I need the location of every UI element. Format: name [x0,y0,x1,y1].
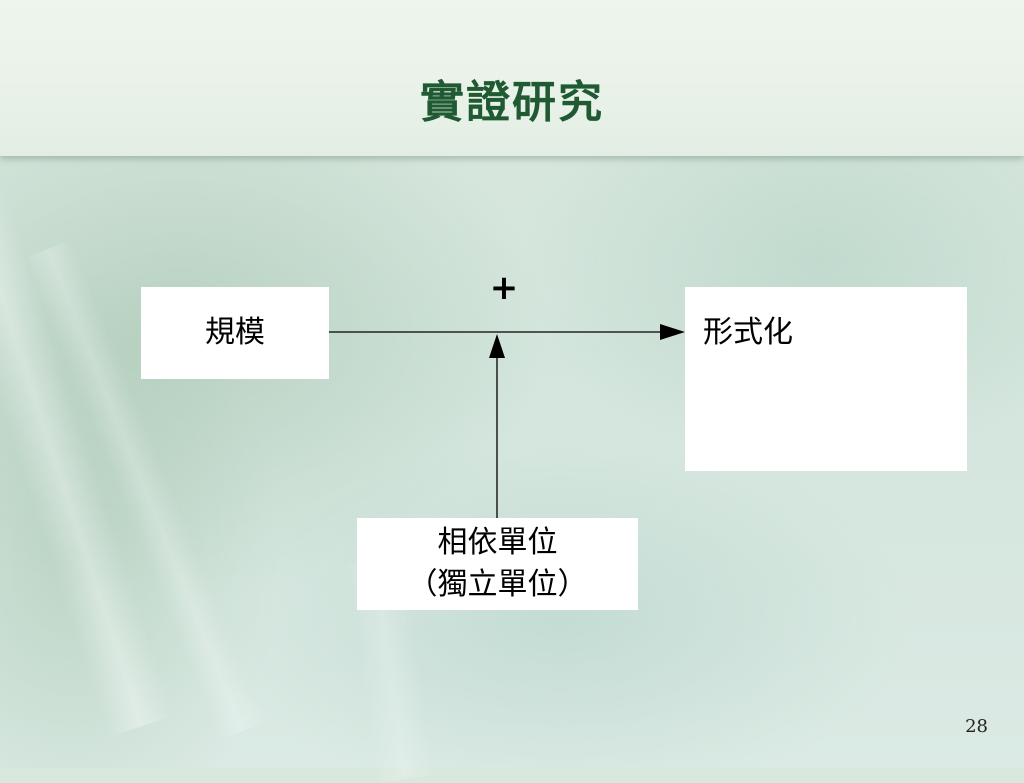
node-scale-label: 規模 [205,315,265,350]
positive-sign-label: + [489,268,519,308]
node-moderator-label-1: 相依單位 [437,525,558,560]
node-moderator: 相依單位 （獨立單位） [357,518,638,610]
title-band [0,0,1024,156]
page-number: 28 [965,716,988,737]
main-arrow-head [660,324,685,340]
node-formalization: 形式化 [685,287,967,471]
slide-title: 實證研究 [420,77,604,128]
node-scale: 規模 [141,287,329,379]
node-moderator-label-2: （獨立單位） [407,567,588,602]
node-formalization-label: 形式化 [703,315,793,350]
moderator-arrow-head [489,334,505,358]
